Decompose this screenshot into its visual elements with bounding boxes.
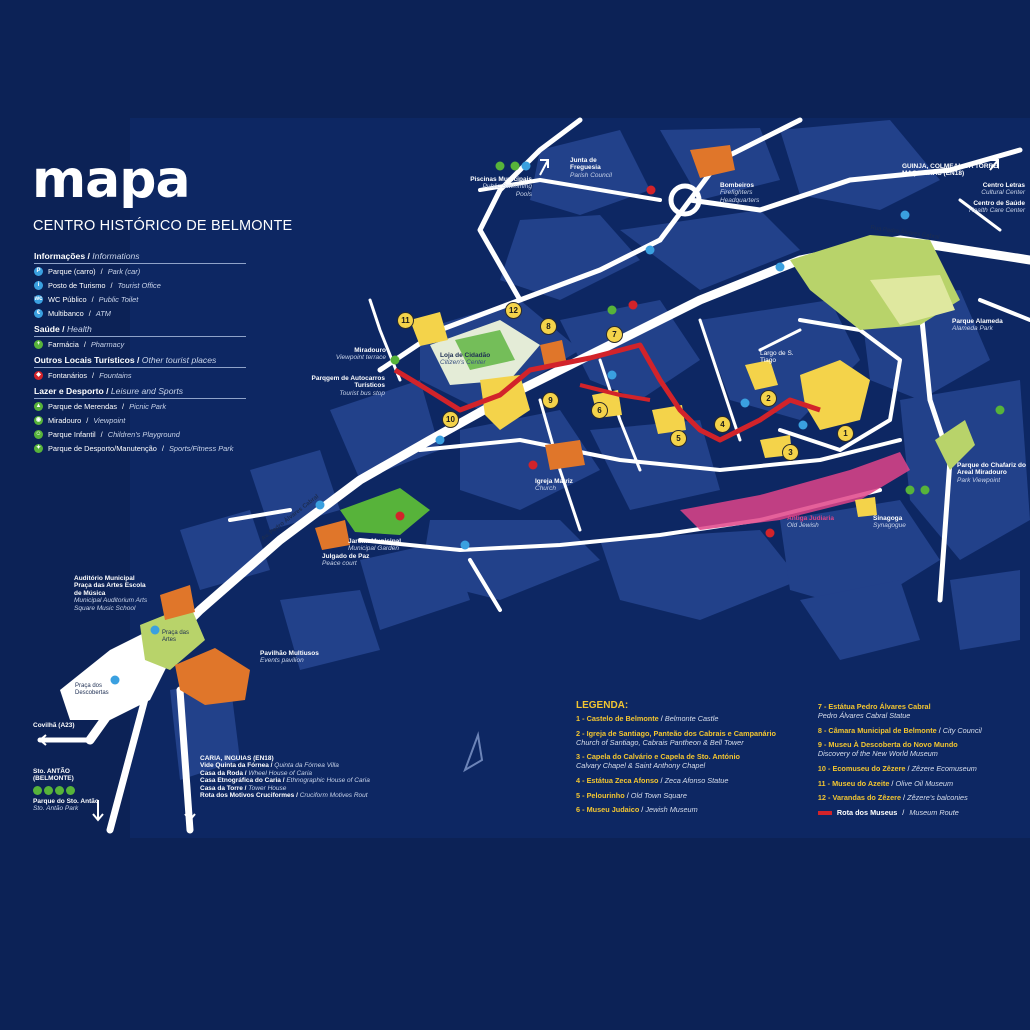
atm-icon: € bbox=[34, 308, 43, 318]
praca-descobertas-area bbox=[60, 630, 170, 720]
legend-column-left: 1 - Castelo de Belmonte / Belmonte Castl… bbox=[576, 714, 804, 818]
legend-item-4: 4 - Estátua Zeca Afonso / Zeca Afonso St… bbox=[576, 775, 729, 785]
toilet-icon: wc bbox=[34, 294, 43, 304]
viewpoint-icon: ◉ bbox=[34, 415, 43, 425]
legend-item-fountains: ◆Fontanários/Fountains bbox=[34, 368, 246, 382]
legend-item-atm: €Multibanco/ATM bbox=[34, 306, 246, 320]
pharmacy-icon: + bbox=[34, 339, 43, 349]
label-covilha: Covilhã (A23) bbox=[33, 722, 75, 729]
page-title: mapa bbox=[32, 150, 191, 210]
picnic-icon bbox=[33, 785, 42, 795]
marker-12[interactable]: 12 bbox=[505, 302, 522, 319]
label-guinja: GUINJA, COLMEAL DA TORRE, MAÇAINHAS (EN1… bbox=[902, 163, 1000, 178]
legend-heading: LEGENDA: bbox=[576, 700, 629, 711]
legend-item-8: 8 - Câmara Municipal de Belmonte / City … bbox=[817, 725, 982, 735]
orange-buildings bbox=[160, 145, 735, 705]
legend-item-11: 11 - Museu do Azeite / Olive Oil Museum bbox=[817, 778, 954, 788]
label-auditorio: Auditório Municipal Praça das Artes Esco… bbox=[74, 575, 148, 612]
marker-3[interactable]: 3 bbox=[782, 444, 799, 461]
legend-item-5: 5 - Pelourinho / Old Town Square bbox=[576, 790, 687, 800]
marker-5[interactable]: 5 bbox=[670, 430, 687, 447]
marker-8[interactable]: 8 bbox=[540, 318, 557, 335]
marker-2[interactable]: 2 bbox=[760, 390, 777, 407]
label-praca-descobertas: Praça dos Descobertas bbox=[75, 683, 109, 696]
legend-item-1: 1 - Castelo de Belmonte / Belmonte Castl… bbox=[576, 714, 719, 723]
fountain-icon: ◆ bbox=[34, 370, 43, 380]
legend-item-route: Rota dos Museus / Museum Route bbox=[817, 808, 1016, 818]
fitness-icon: ✦ bbox=[34, 443, 43, 453]
legend-item-6: 6 - Museu Judaico / Jewish Museum bbox=[576, 805, 698, 815]
legend-item-playground: ☺Parque Infantil/Children's Playground bbox=[34, 429, 180, 439]
page-subtitle: CENTRO HISTÓRICO DE BELMONTE bbox=[33, 218, 293, 234]
marker-7[interactable]: 7 bbox=[606, 326, 623, 343]
museum-route-branch bbox=[579, 383, 651, 402]
roundabout bbox=[668, 183, 702, 217]
route-swatch-icon bbox=[817, 811, 832, 816]
marker-6[interactable]: 6 bbox=[591, 402, 608, 419]
section-heading-lazer: Lazer e Desporto / Leisure and Sports bbox=[34, 386, 246, 399]
label-praca-artes: Praça das Artes bbox=[162, 630, 190, 643]
direction-arrows bbox=[38, 159, 999, 822]
green-parks bbox=[140, 235, 975, 670]
marker-11[interactable]: 11 bbox=[397, 312, 414, 329]
legend-item-pharmacy: +Farmácia/Pharmacy bbox=[34, 337, 246, 351]
marker-4[interactable]: 4 bbox=[714, 416, 731, 433]
legend-item-3: 3 - Capela do Calvário e Capela de Sto. … bbox=[576, 752, 740, 770]
viewpoint-icon bbox=[44, 785, 53, 795]
section-heading-saude: Saúde / Health bbox=[34, 324, 246, 337]
marker-9[interactable]: 9 bbox=[542, 392, 559, 409]
fitness-icon bbox=[66, 785, 75, 795]
legend-item-viewpoint: ◉Miradouro/Viewpoint bbox=[34, 415, 126, 425]
legend-item-fitness: ✦Parque de Desporto/Manutenção/Sports/Fi… bbox=[34, 443, 234, 453]
label-largo-tiago: Largo de S. Tiago bbox=[760, 350, 794, 365]
playground-icon: ☺ bbox=[34, 429, 43, 439]
label-sto-antao: Sto. ANTÃO (BELMONTE) Parque do Sto. Ant… bbox=[33, 768, 108, 813]
marker-1[interactable]: 1 bbox=[837, 425, 854, 442]
antiga-judiaria-zone bbox=[680, 452, 910, 530]
map-info-icons bbox=[110, 161, 1005, 685]
legend-item-10: 10 - Ecomuseu do Zêzere / Zêzere Ecomuse… bbox=[817, 763, 977, 773]
section-heading-informacoes: Informações / Informations bbox=[34, 251, 246, 264]
tourist-office-icon: i bbox=[34, 280, 43, 290]
sto-antao-icons bbox=[33, 785, 108, 795]
section-heading-outros: Outros Locais Turísticos / Other tourist… bbox=[34, 355, 246, 368]
legend-item-2: 2 - Igreja de Santiago, Panteão dos Cabr… bbox=[576, 728, 776, 747]
marker-10[interactable]: 10 bbox=[442, 411, 459, 428]
playground-icon bbox=[55, 785, 64, 795]
picnic-icon: ▲ bbox=[34, 401, 43, 411]
legend-item-picnic: ▲Parque de Merendas/Picnic Park bbox=[34, 401, 167, 411]
museum-route-line bbox=[393, 342, 821, 443]
parking-icon: P bbox=[34, 266, 43, 276]
north-arrow-icon bbox=[463, 731, 484, 773]
legend-item-12: 12 - Varandas do Zêzere / Zêzere's balco… bbox=[817, 793, 968, 803]
legend-panel: LEGENDA: 1 - Castelo de Belmonte / Belmo… bbox=[576, 700, 1016, 818]
label-caria: CARIA, INGUIAS (EN18) Vide Quinta da Fór… bbox=[200, 755, 370, 800]
